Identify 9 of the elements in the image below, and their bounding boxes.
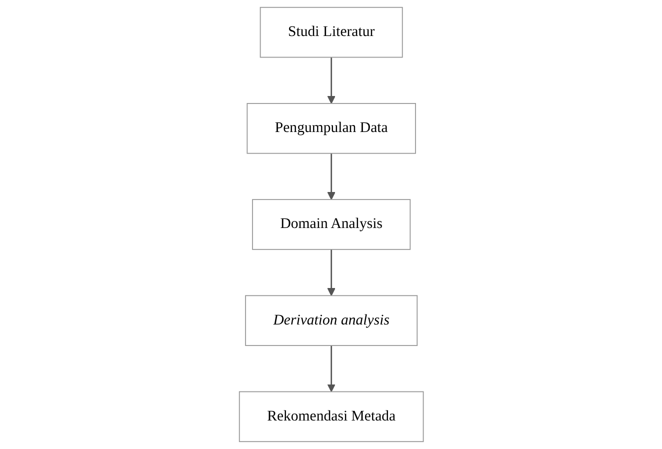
arrow bbox=[326, 57, 336, 104]
node-box: Rekomendasi Metada bbox=[238, 391, 424, 442]
node-box: Pengumpulan Data bbox=[246, 103, 416, 154]
node-box: Studi Literatur bbox=[260, 6, 402, 58]
node-box: Derivation analysis bbox=[244, 295, 418, 346]
node-box: Domain Analysis bbox=[252, 199, 410, 250]
arrow bbox=[326, 153, 336, 200]
arrow bbox=[326, 346, 336, 392]
arrow bbox=[326, 249, 336, 296]
